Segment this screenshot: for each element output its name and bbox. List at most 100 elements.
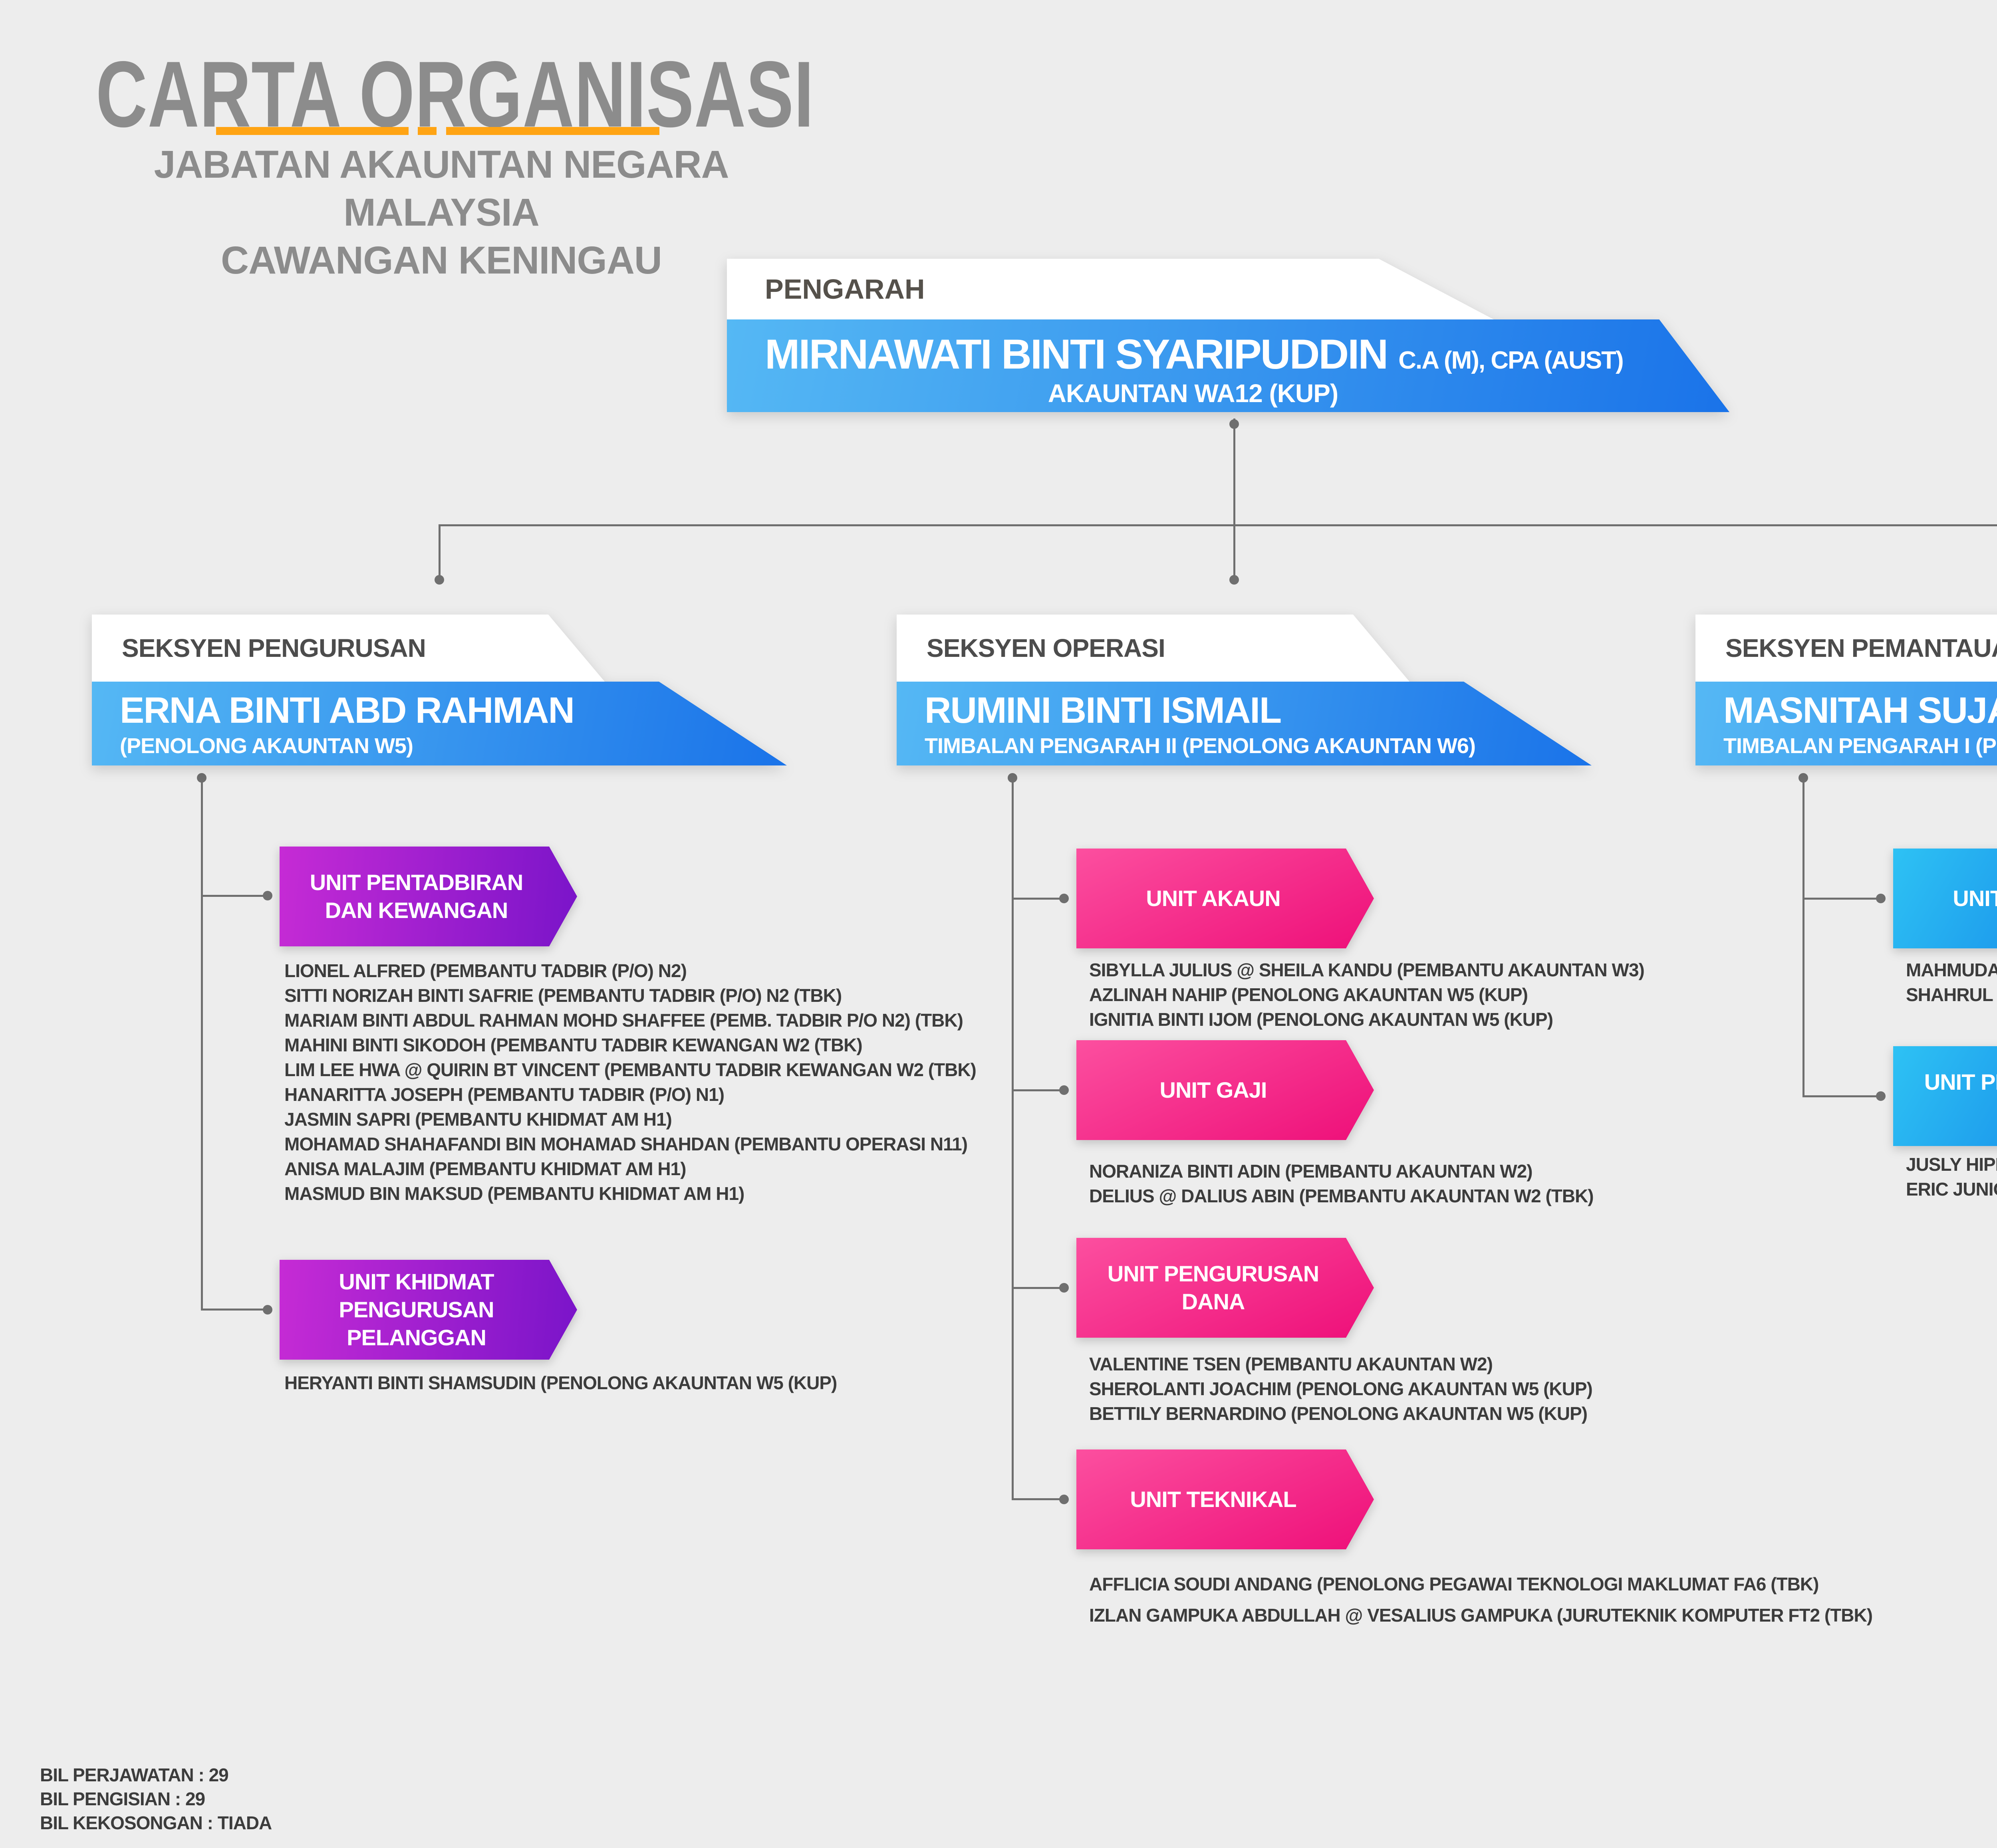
connector-dot [1059,1085,1069,1095]
unit-box-teknikal: UNIT TEKNIKAL [1076,1449,1374,1549]
director-card: PENGARAH MIRNAWATI BINTI SYARIPUDDIN C.A… [727,259,1729,412]
unit-label: UNIT TEKNIKAL [1076,1449,1374,1549]
staff-member: JASMIN SAPRI (PEMBANTU KHIDMAT AM H1) [284,1109,672,1130]
subtitle-line-1: JABATAN AKAUNTAN NEGARA MALAYSIA [154,143,729,234]
section-head-band: RUMINI BINTI ISMAIL TIMBALAN PENGARAH II… [897,682,1592,765]
staff-member: MAHINI BINTI SIKODOH (PEMBANTU TADBIR KE… [284,1035,863,1055]
unit-label: UNIT NAZIRAN [1893,849,1997,948]
staff-member: AZLINAH NAHIP (PENOLONG AKAUNTAN W5 (KUP… [1089,984,1528,1005]
unit-label: UNIT PENGURUSAN DANA [1076,1238,1374,1338]
staff-member: JUSLY HIPIN (PEMBANTU AKAUNTAN W2) [1906,1154,1997,1175]
unit-box-naziran: UNIT NAZIRAN [1893,849,1997,948]
staff-member: SITTI NORIZAH BINTI SAFRIE (PEMBANTU TAD… [284,985,842,1006]
section-head-name: RUMINI BINTI ISMAIL [925,690,1282,731]
unit-box-gaji: UNIT GAJI [1076,1040,1374,1140]
section-head-position: TIMBALAN PENGARAH II (PENOLONG AKAUNTAN … [925,734,1476,758]
staff-member: IZLAN GAMPUKA ABDULLAH @ VESALIUS GAMPUK… [1089,1605,1873,1626]
connector-dot [1059,894,1069,903]
director-name-row: MIRNAWATI BINTI SYARIPUDDIN C.A (M), CPA… [765,331,1624,379]
connector-line [439,524,1997,526]
staff-member: IGNITIA BINTI IJOM (PENOLONG AKAUNTAN W5… [1089,1009,1553,1030]
connector-dot [1059,1283,1069,1293]
connector-line [1802,898,1882,900]
connector-line [1012,1498,1065,1500]
staff-list-akaun: SIBYLLA JULIUS @ SHEILA KANDU (PEMBANTU … [1089,958,1645,1032]
section-header-band: SEKSYEN PEMANTAUAN [1695,615,1997,682]
staff-list-gaji: NORANIZA BINTI ADIN (PEMBANTU AKAUNTAN W… [1089,1159,1594,1208]
unit-label: UNIT GAJI [1076,1040,1374,1140]
director-name: MIRNAWATI BINTI SYARIPUDDIN [765,331,1388,378]
connector-line [1012,1089,1065,1091]
unit-label: UNIT PENTADBIRAN DAN KEWANGAN [280,847,577,946]
connector-line [201,895,270,897]
director-position: AKAUNTAN WA12 (KUP) [1048,379,1338,408]
connector-line [1012,1287,1065,1289]
underline-segment [446,127,659,135]
staff-member: BETTILY BERNARDINO (PENOLONG AKAUNTAN W5… [1089,1403,1588,1424]
unit-box-pengurusan-aset: UNIT PENGURUSAN ASET [1893,1046,1997,1146]
staff-list-pentadbiran: LIONEL ALFRED (PEMBANTU TADBIR (P/O) N2)… [284,958,977,1206]
connector-line [201,1309,270,1311]
staff-member: SIBYLLA JULIUS @ SHEILA KANDU (PEMBANTU … [1089,960,1645,980]
unit-label: UNIT KHIDMAT PENGURUSAN PELANGGAN [280,1260,577,1360]
connector-dot [1059,1495,1069,1504]
unit-label: UNIT AKAUN [1076,849,1374,948]
connector-line [1802,779,1804,1096]
section-card-pengurusan: SEKSYEN PENGURUSAN ERNA BINTI ABD RAHMAN… [92,615,787,765]
connector-line [1233,524,1235,578]
headcount-stats: BIL PERJAWATAN : 29 BIL PENGISIAN : 29 BIL… [40,1763,272,1835]
staff-member: MAHMUDAH BINTI SALAM (PENOLONG AKAUNTAN … [1906,960,1997,980]
staff-member: BIL KEKOSONGAN : TIADA [40,1812,272,1833]
staff-member: BIL PERJAWATAN : 29 [40,1765,229,1785]
staff-list-pengurusan-dana: VALENTINE TSEN (PEMBANTU AKAUNTAN W2) SHE… [1089,1352,1593,1426]
staff-list-pengurusan-aset: JUSLY HIPIN (PEMBANTU AKAUNTAN W2)ERIC J… [1906,1152,1997,1202]
connector-dot [1876,1091,1886,1101]
connector-dot [263,891,272,900]
staff-member: HERYANTI BINTI SHAMSUDIN (PENOLONG AKAUN… [284,1372,837,1393]
section-head-band: MASNITAH SUJAREE TIMBALAN PENGARAH I (PE… [1695,682,1997,765]
underline-segment [418,127,437,135]
section-head-position: TIMBALAN PENGARAH I (PENOLONG AKAUNTAN W… [1723,734,1997,758]
section-header-band: SEKSYEN OPERASI [897,615,1409,682]
section-card-pemantauan: SEKSYEN PEMANTAUAN MASNITAH SUJAREE TIMB… [1695,615,1997,765]
director-header-band: PENGARAH [727,259,1494,319]
section-label: SEKSYEN OPERASI [927,634,1165,662]
unit-box-khidmat-pelanggan: UNIT KHIDMAT PENGURUSAN PELANGGAN [280,1260,577,1360]
staff-member: LIONEL ALFRED (PEMBANTU TADBIR (P/O) N2) [284,960,687,981]
staff-member: BIL PENGISIAN : 29 [40,1789,205,1809]
section-head-name: MASNITAH SUJAREE [1723,690,1997,731]
unit-label: UNIT PENGURUSAN ASET [1893,1046,1997,1146]
section-card-operasi: SEKSYEN OPERASI RUMINI BINTI ISMAIL TIMB… [897,615,1592,765]
connector-dot [1229,575,1239,585]
staff-list-teknikal: AFFLICIA SOUDI ANDANG (PENOLONG PEGAWAI … [1089,1568,1873,1631]
staff-list-khidmat-pelanggan: HERYANTI BINTI SHAMSUDIN (PENOLONG AKAUN… [284,1370,837,1395]
staff-member: MASMUD BIN MAKSUD (PEMBANTU KHIDMAT AM H… [284,1183,744,1204]
staff-list-naziran: MAHMUDAH BINTI SALAM (PENOLONG AKAUNTAN … [1906,958,1997,1007]
connector-dot [1876,894,1886,903]
section-label: SEKSYEN PENGURUSAN [122,634,426,662]
staff-member: SHAHRUL NIZAM BIN SAHAMIN (PENOLONG AKAU… [1906,984,1997,1005]
connector-line [1233,418,1235,525]
section-head-band: ERNA BINTI ABD RAHMAN (PENOLONG AKAUNTAN… [92,682,787,765]
section-header-band: SEKSYEN PENGURUSAN [92,615,605,682]
unit-box-pentadbiran: UNIT PENTADBIRAN DAN KEWANGAN [280,847,577,946]
staff-member: NORANIZA BINTI ADIN (PEMBANTU AKAUNTAN W… [1089,1161,1533,1182]
director-name-band: MIRNAWATI BINTI SYARIPUDDIN C.A (M), CPA… [727,319,1729,412]
connector-line [439,524,441,578]
connector-dot [435,575,444,585]
unit-box-akaun: UNIT AKAUN [1076,849,1374,948]
staff-member: ANISA MALAJIM (PEMBANTU KHIDMAT AM H1) [284,1158,686,1179]
director-role-label: PENGARAH [765,274,925,305]
staff-member: AFFLICIA SOUDI ANDANG (PENOLONG PEGAWAI … [1089,1574,1819,1594]
connector-line [1802,1095,1882,1097]
staff-member: HANARITTA JOSEPH (PEMBANTU TADBIR (P/O) … [284,1084,725,1105]
staff-member: VALENTINE TSEN (PEMBANTU AKAUNTAN W2) [1089,1354,1493,1374]
staff-member: DELIUS @ DALIUS ABIN (PEMBANTU AKAUNTAN … [1089,1186,1594,1206]
unit-box-pengurusan-dana: UNIT PENGURUSAN DANA [1076,1238,1374,1338]
section-label: SEKSYEN PEMANTAUAN [1725,634,1997,662]
staff-member: SHEROLANTI JOACHIM (PENOLONG AKAUNTAN W5… [1089,1378,1593,1399]
staff-member: LIM LEE HWA @ QUIRIN BT VINCENT (PEMBANT… [284,1059,977,1080]
page-subtitle: JABATAN AKAUNTAN NEGARA MALAYSIA CAWANGA… [56,141,827,284]
underline-segment [216,127,409,135]
connector-line [201,779,203,1310]
